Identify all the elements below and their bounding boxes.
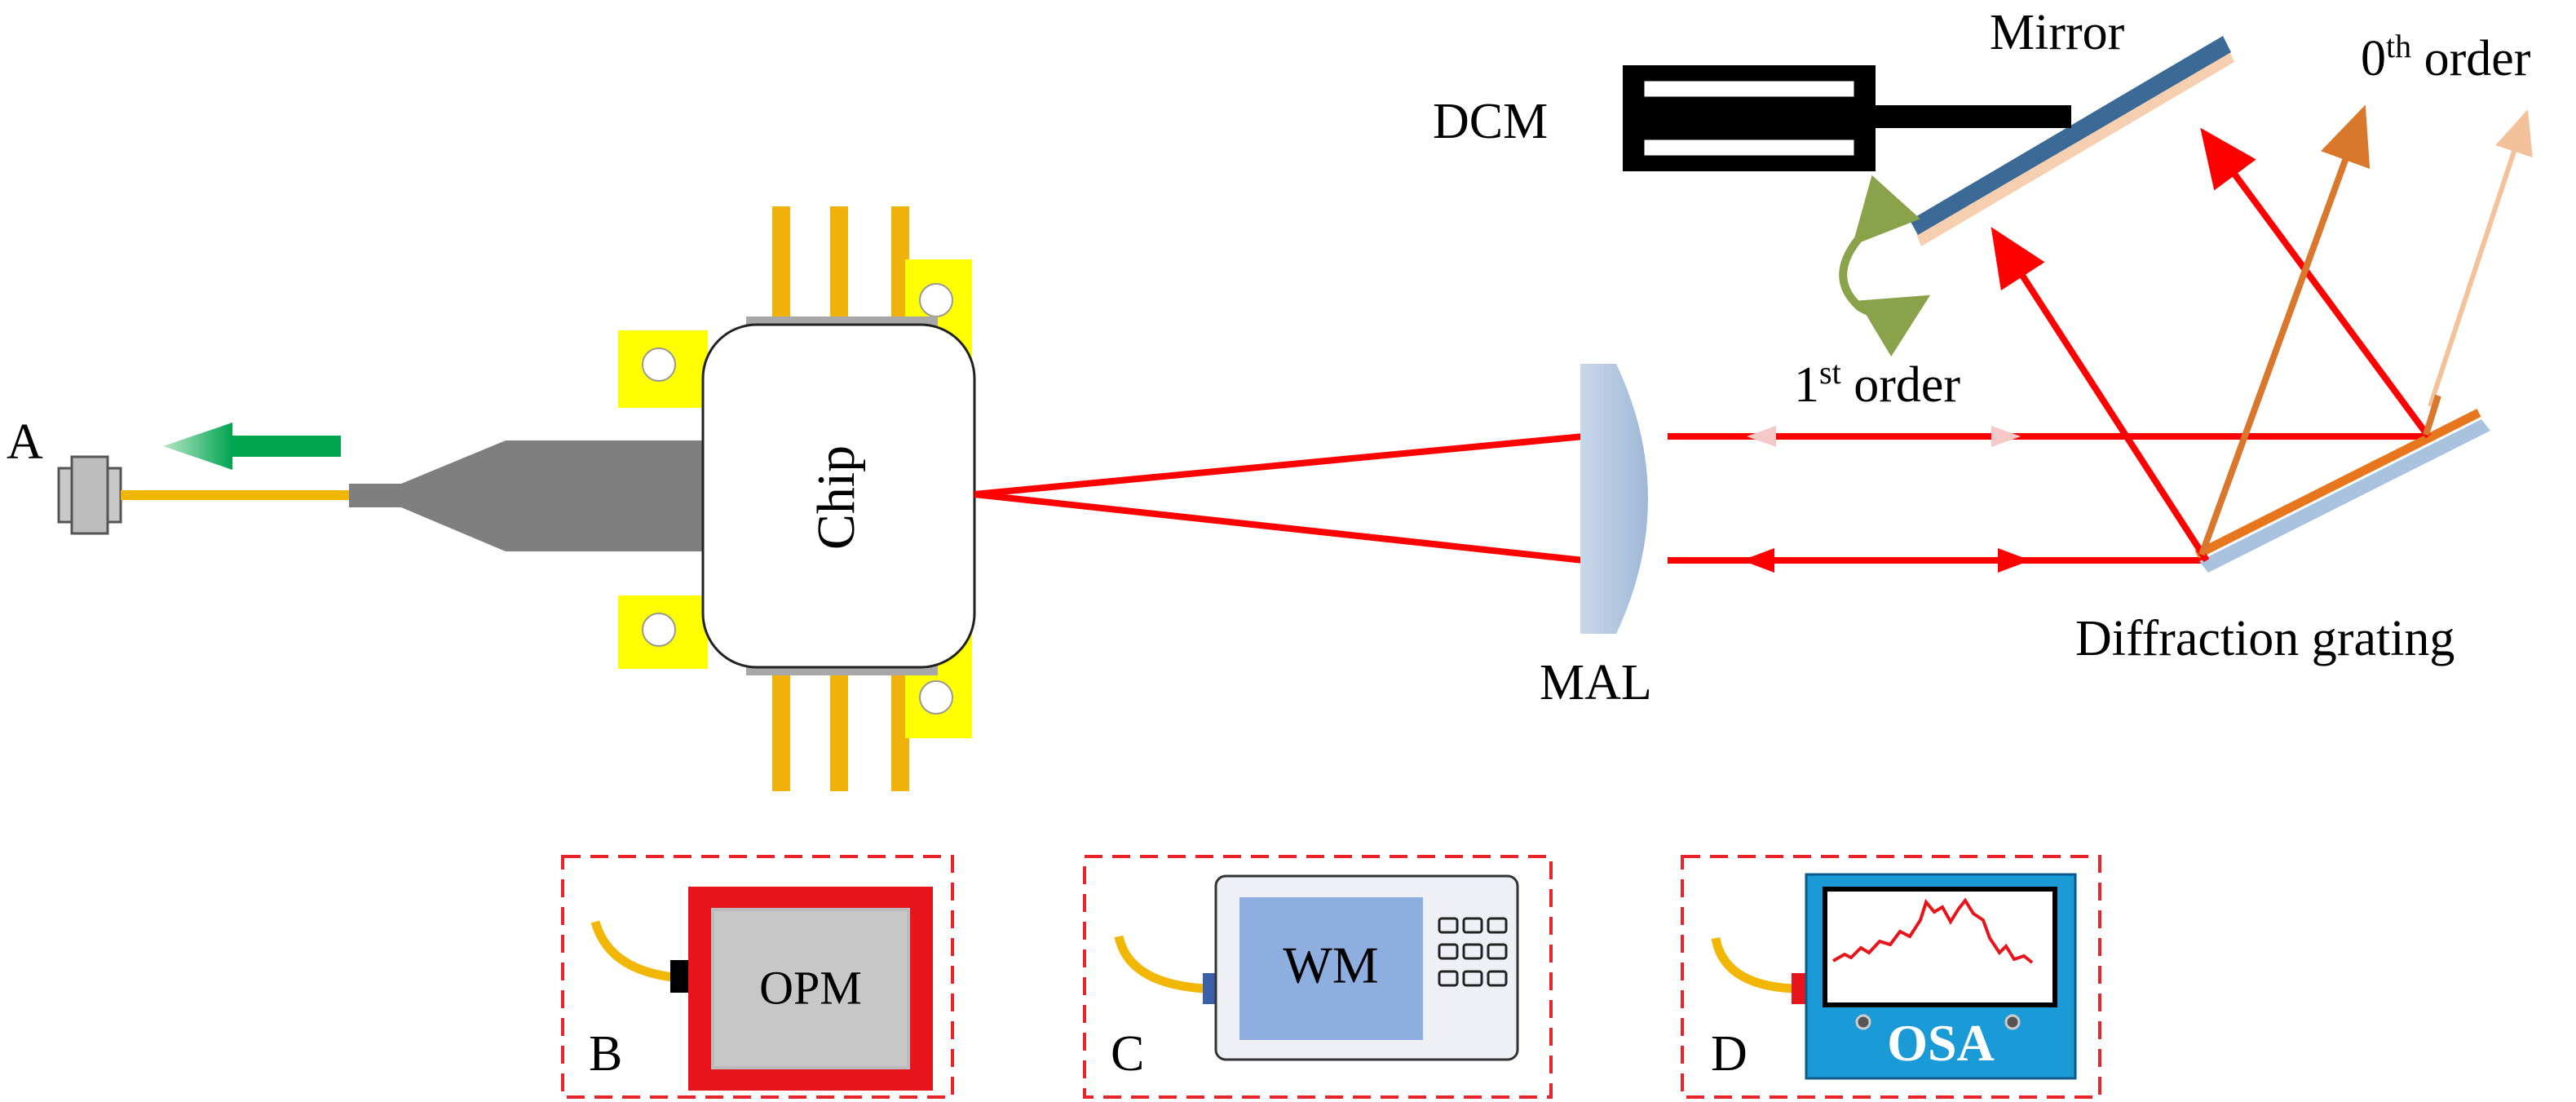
- opm-screen: [711, 908, 910, 1069]
- mirror-label: Mirror: [1990, 5, 2125, 60]
- zeroth-order-beam-faint: [2428, 109, 2533, 407]
- zeroth-order-beam: [2198, 104, 2371, 556]
- osa-knob: [1855, 1014, 1871, 1030]
- first-order-label: 1st order: [1794, 354, 1960, 414]
- beam-grating-to-mirror-left: [1991, 227, 2210, 563]
- instrument-d-letter: D: [1711, 1026, 1748, 1082]
- collimated-beams: [1668, 426, 2428, 573]
- beam-grating-to-mirror-right: [2200, 127, 2432, 439]
- instrument-c-letter: C: [1111, 1026, 1144, 1082]
- instrument-b-opm: OPM B: [561, 855, 954, 1099]
- zeroth-order-stub: [2423, 394, 2441, 436]
- zeroth-order-number: 0: [2361, 31, 2386, 86]
- wm-screen: [1239, 897, 1423, 1040]
- osa-connector: [1792, 973, 1806, 1004]
- mal-lens: [1580, 364, 1648, 634]
- dcm-label: DCM: [1433, 94, 1548, 149]
- grating-label: Diffraction grating: [2075, 611, 2454, 666]
- mount-hole: [919, 283, 953, 317]
- chip-package: [618, 206, 976, 791]
- wm-fiber: [1114, 935, 1206, 994]
- first-order-superscript: st: [1819, 354, 1841, 391]
- instrument-b-letter: B: [589, 1026, 622, 1082]
- opm-name: OPM: [759, 961, 862, 1014]
- curved-double-arrow-icon: [1839, 175, 1931, 357]
- osa-spectrum-trace: [1832, 897, 2034, 964]
- wm-connector: [1203, 973, 1216, 1004]
- mount-hole: [642, 613, 676, 647]
- mirror: [1910, 36, 2234, 246]
- beam-upper-faint-arrows: [1747, 426, 2021, 447]
- diffraction-grating: [2194, 409, 2490, 573]
- osa-fiber: [1711, 936, 1795, 994]
- dcm-motor: [1623, 65, 2071, 171]
- cavity-beams: [1991, 127, 2432, 563]
- fiber-taper: [349, 440, 718, 551]
- zeroth-order-label: 0th order: [2361, 28, 2531, 87]
- instrument-c-wm: WM C: [1083, 855, 1553, 1099]
- zeroth-order-word: order: [2411, 31, 2531, 86]
- osa-screen: [1823, 887, 2057, 1007]
- mount-hole: [919, 680, 953, 715]
- opm-fiber: [590, 920, 674, 982]
- port-a-label: A: [7, 414, 43, 470]
- wm-name: WM: [1283, 936, 1378, 994]
- first-order-word: order: [1841, 357, 1961, 413]
- mal-label: MAL: [1540, 655, 1652, 710]
- wm-keypad: [1438, 917, 1508, 987]
- fiber-connector-a: [57, 455, 122, 535]
- osa-knob: [2004, 1014, 2021, 1030]
- instrument-d-osa: OSA D: [1681, 855, 2101, 1099]
- first-order-number: 1: [1794, 357, 1819, 413]
- beam-lower-arrows: [1742, 548, 2030, 573]
- mount-hole: [642, 347, 676, 382]
- left-arrow-icon: [163, 423, 341, 470]
- diverging-beam: [974, 433, 1584, 564]
- zeroth-order-superscript: th: [2386, 28, 2411, 64]
- chip-label: Chip: [806, 445, 866, 550]
- osa-name: OSA: [1887, 1014, 1995, 1072]
- opm-connector: [670, 960, 688, 993]
- gold-pins: [772, 206, 909, 791]
